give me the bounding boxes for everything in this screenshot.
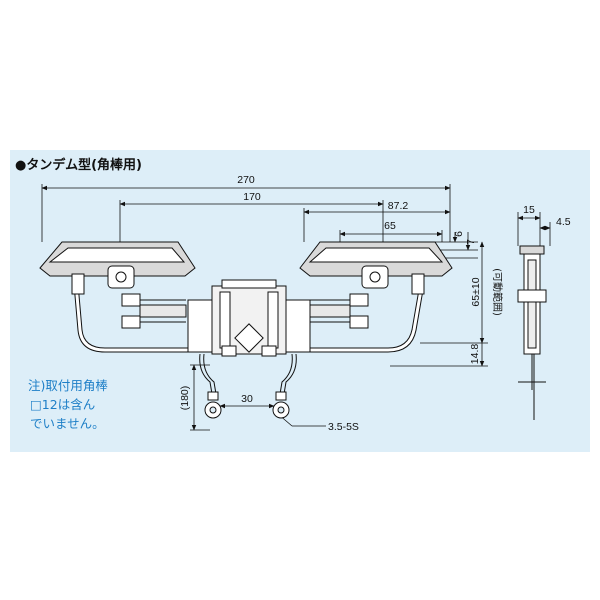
technical-drawing: 270 170 87.2 65 6 7 65±10 (可動範囲) 14.8 (1… (39, 174, 571, 433)
dim-terminal-pitch: 30 (241, 393, 253, 405)
drawing-panel: ●タンデム型(角棒用) (10, 150, 590, 452)
note-line-1: 注)取付用角棒 (28, 378, 108, 393)
tandem-collector (39, 241, 453, 419)
dim-lead-length: (180) (179, 386, 191, 411)
dim-height-14-8: 14.8 (469, 344, 481, 365)
dim-terminal-type: 3.5-5S (328, 421, 359, 433)
dim-half-width: 87.2 (388, 200, 409, 212)
side-view (517, 245, 547, 420)
square-rod (234, 323, 264, 353)
dim-offset-7: 7 (465, 239, 477, 245)
dim-overall-width: 270 (237, 174, 255, 186)
dim-side-4-5: 4.5 (556, 216, 571, 228)
dim-shoe-width: 65 (384, 220, 396, 232)
dim-offset-6: 6 (453, 231, 465, 237)
note-block: 注)取付用角棒 □12は含ん でいません。 (28, 376, 108, 433)
drawing-title: ●タンデム型(角棒用) (15, 158, 142, 173)
dim-shoe-span: 170 (243, 191, 261, 203)
note-line-3: でいません。 (30, 416, 105, 431)
dim-stroke-note: (可動範囲) (491, 268, 504, 316)
note-line-2: □12は含ん (30, 397, 96, 412)
dim-stroke: 65±10 (470, 277, 482, 306)
dim-side-15: 15 (523, 204, 535, 216)
